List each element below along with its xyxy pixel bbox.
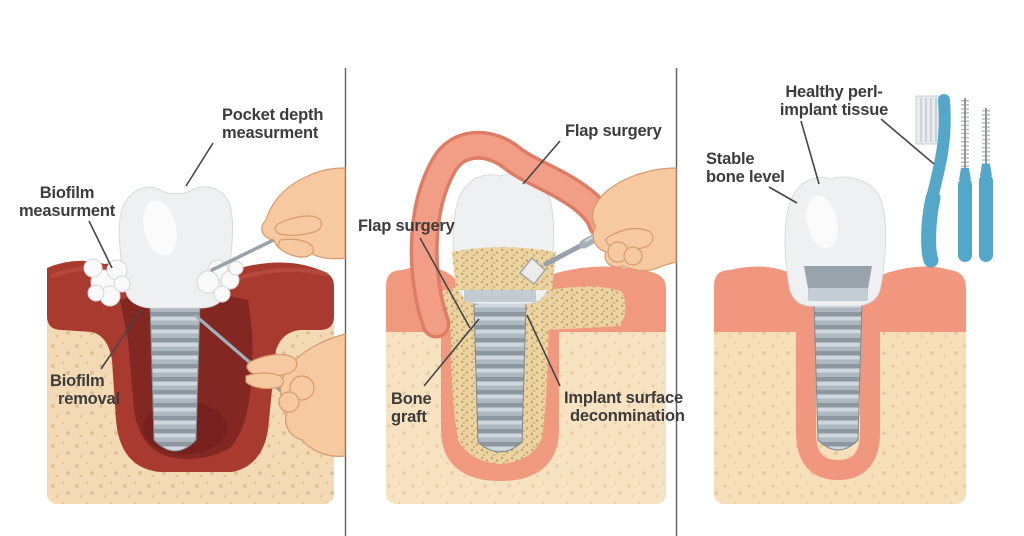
biofilm-measurement-label: Biofilm	[40, 184, 95, 202]
gum-flap	[409, 130, 617, 339]
hand-holding-instrument	[591, 167, 677, 272]
stable-bone-label: Stable	[706, 150, 754, 168]
biofilm-removal-label: removal	[58, 390, 120, 408]
toothbrush-icon	[915, 94, 951, 268]
leader-lines-panel3	[768, 118, 935, 204]
crown-highlight	[143, 200, 177, 256]
biofilm-measurement-label: measurment	[19, 202, 116, 220]
decontamination-label: deconmination	[570, 407, 685, 425]
pocket-depth-label: Pocket depth	[222, 106, 323, 124]
gum-socket-wall	[441, 299, 559, 482]
gum-socket-wall	[796, 298, 880, 481]
interdental-brush-icon	[958, 98, 972, 262]
healthy-tissue-label: implant tissue	[780, 101, 888, 119]
pocket-depth-label: measurment	[222, 124, 319, 142]
instrument-shaft	[543, 241, 587, 267]
hand-holding-probe	[261, 167, 346, 260]
implant-screw	[149, 301, 201, 452]
healthy-tissue-label: Healthy perl-	[785, 83, 882, 101]
gum-mound-right	[870, 266, 966, 332]
panel-diagnosis: Pocket depth measurment Biofilm measurme…	[19, 106, 346, 504]
leader-lines-panel2	[419, 140, 561, 387]
bone-graft-label: Bone	[391, 390, 431, 408]
labels-panel2: Flap surgery Flap surgery Bone graft Imp…	[358, 122, 685, 426]
flap-surgery-top-label: Flap surgery	[565, 122, 663, 140]
gum-highlight	[238, 267, 328, 280]
crown-highlight	[806, 195, 838, 249]
flap-surgery-left-label: Flap surgery	[358, 217, 456, 235]
biofilm-removal-label: Biofilm	[50, 372, 105, 390]
interdental-brush-icon	[979, 108, 993, 262]
panel-surgery: Flap surgery Flap surgery Bone graft Imp…	[358, 122, 685, 504]
implant-collar-band	[808, 288, 868, 301]
implant-screw	[813, 301, 863, 451]
gum-mound-left	[714, 266, 806, 332]
bone-graft-label: graft	[391, 408, 427, 426]
labels-panel3: Healthy perl- implant tissue Stable bone…	[706, 83, 888, 186]
stable-bone-label: bone level	[706, 168, 785, 186]
implant-screw	[473, 303, 527, 453]
hand-holding-curette	[245, 333, 346, 457]
leader-lines-panel1	[88, 142, 214, 370]
decontamination-tip	[518, 256, 547, 286]
panel-healthy-outcome: Healthy perl- implant tissue Stable bone…	[706, 83, 993, 504]
biofilm-foam-left	[83, 258, 131, 307]
decontamination-label: Implant surface	[564, 389, 683, 407]
labels-panel1: Pocket depth measurment Biofilm measurme…	[19, 106, 324, 408]
curette-shaft	[194, 314, 256, 368]
